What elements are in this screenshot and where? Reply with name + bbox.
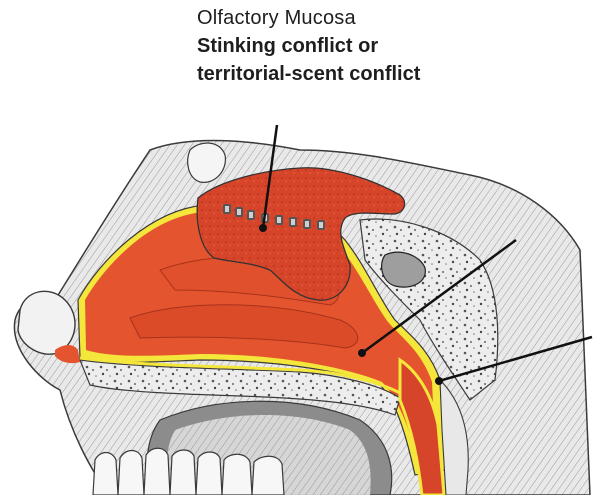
nose-tip [18, 291, 75, 354]
